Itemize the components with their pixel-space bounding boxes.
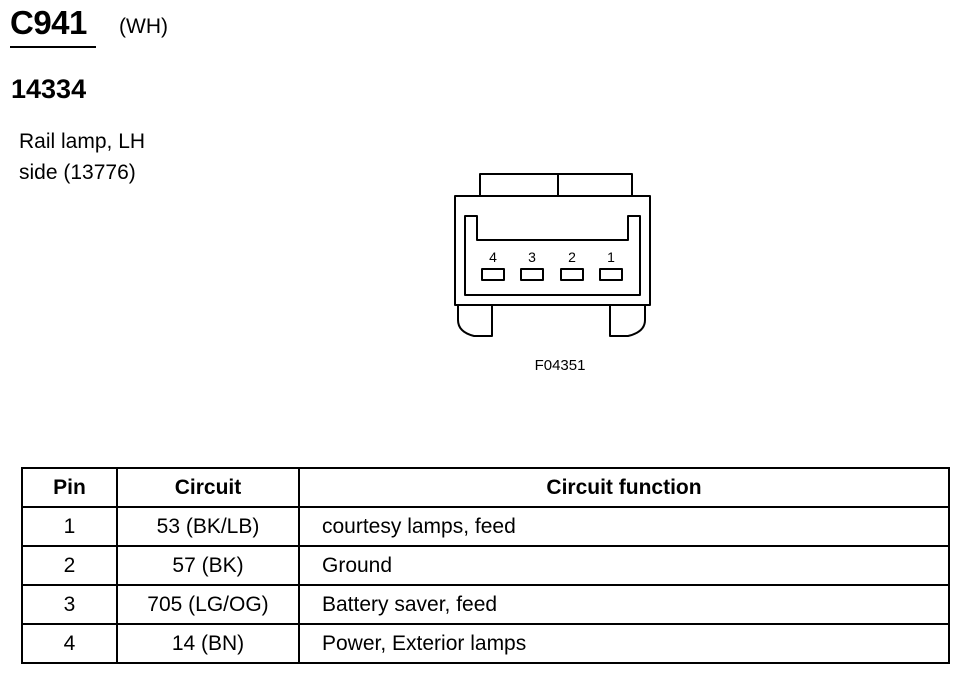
connector-id-underline	[10, 46, 96, 48]
connector-location: Rail lamp, LH side (13776)	[19, 126, 145, 188]
pin-label-3: 3	[528, 249, 536, 265]
circuit-cell: 705 (LG/OG)	[116, 584, 300, 625]
pin-cell: 2	[21, 545, 118, 586]
connector-color: (WH)	[119, 15, 168, 38]
pin-label-4: 4	[489, 249, 497, 265]
pin-label-1: 1	[607, 249, 615, 265]
pin-3-terminal	[520, 268, 544, 281]
function-cell: courtesy lamps, feed	[298, 506, 950, 547]
table-row: 3 705 (LG/OG) Battery saver, feed	[21, 584, 950, 625]
pin-4-terminal	[481, 268, 505, 281]
bottom-foot-left	[457, 305, 493, 337]
table-row: 1 53 (BK/LB) courtesy lamps, feed	[21, 506, 950, 547]
pin-1-terminal	[599, 268, 623, 281]
header-circuit: Circuit	[116, 467, 300, 508]
pinout-table: Pin Circuit Circuit function 1 53 (BK/LB…	[21, 467, 950, 664]
pin-cell: 3	[21, 584, 118, 625]
circuit-cell: 57 (BK)	[116, 545, 300, 586]
bottom-foot-right	[609, 305, 646, 337]
header-pin: Pin	[21, 467, 118, 508]
function-cell: Battery saver, feed	[298, 584, 950, 625]
function-cell: Ground	[298, 545, 950, 586]
connector-housing	[454, 195, 651, 306]
table-row: 2 57 (BK) Ground	[21, 545, 950, 586]
part-number: 14334	[11, 74, 87, 104]
pin-cavity	[464, 215, 641, 296]
table-row: 4 14 (BN) Power, Exterior lamps	[21, 623, 950, 664]
location-line-2: side (13776)	[19, 161, 136, 184]
top-tab-left	[479, 173, 559, 197]
pin-2-terminal	[560, 268, 584, 281]
location-line-1: Rail lamp, LH	[19, 130, 146, 153]
header-circuit-function: Circuit function	[298, 467, 950, 508]
function-cell: Power, Exterior lamps	[298, 623, 950, 664]
top-tab-right	[557, 173, 633, 197]
pin-cell: 1	[21, 506, 118, 547]
pin-label-2: 2	[568, 249, 576, 265]
connector-id: C941	[10, 4, 87, 41]
connector-face-diagram: 4 3 2 1	[454, 173, 651, 337]
table-header-row: Pin Circuit Circuit function	[21, 467, 950, 508]
figure-code: F04351	[534, 357, 586, 374]
circuit-cell: 14 (BN)	[116, 623, 300, 664]
circuit-cell: 53 (BK/LB)	[116, 506, 300, 547]
pin-cell: 4	[21, 623, 118, 664]
